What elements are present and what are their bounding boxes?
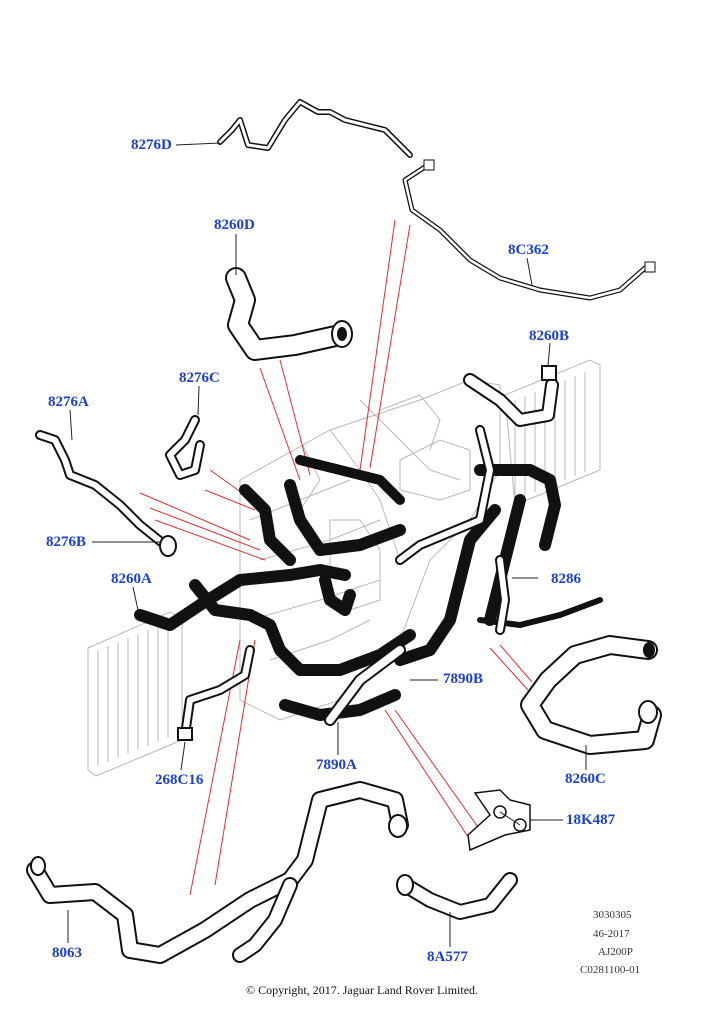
pipes-8286 bbox=[395, 425, 510, 635]
callout-8276C: 8276C bbox=[179, 370, 220, 386]
hose-8276A-8276B bbox=[35, 430, 177, 557]
callout-8260C: 8260C bbox=[565, 771, 606, 787]
callout-8276A: 8276A bbox=[48, 394, 89, 410]
callout-8063: 8063 bbox=[52, 945, 82, 961]
pipe-268C16 bbox=[177, 645, 255, 741]
callout-8286: 8286 bbox=[551, 571, 581, 587]
callout-8A577: 8A577 bbox=[427, 949, 468, 965]
callout-8276D: 8276D bbox=[131, 137, 172, 153]
meta-line-1: 3030305 bbox=[593, 909, 632, 921]
callout-8260B: 8260B bbox=[529, 328, 570, 344]
hose-8260C bbox=[520, 635, 662, 755]
meta-line-2: 46-2017 bbox=[593, 928, 630, 940]
leader-lines bbox=[139, 219, 533, 896]
callout-7890A: 7890A bbox=[316, 757, 357, 773]
callout-8276B: 8276B bbox=[46, 534, 87, 550]
copyright-notice: © Copyright, 2017. Jaguar Land Rover Lim… bbox=[245, 983, 479, 997]
meta-line-4: C0281100-01 bbox=[580, 964, 641, 976]
hose-8063 bbox=[26, 781, 409, 964]
meta-line-3: AJ200P bbox=[598, 946, 633, 958]
callout-18K487: 18K487 bbox=[566, 812, 616, 828]
hose-8A577 bbox=[396, 872, 518, 920]
callout-8260A: 8260A bbox=[111, 571, 152, 587]
callout-268C16: 268C16 bbox=[155, 772, 204, 788]
hose-8260B bbox=[463, 365, 559, 427]
callout-leaders bbox=[67, 142, 587, 947]
callout-7890B: 7890B bbox=[443, 671, 484, 687]
pipe-8276D-8C362 bbox=[217, 99, 656, 301]
callout-8260D: 8260D bbox=[214, 217, 255, 233]
callout-8C362: 8C362 bbox=[508, 242, 549, 258]
bracket-18K487 bbox=[467, 789, 531, 852]
hose-8260D bbox=[225, 267, 353, 361]
hose-8276C bbox=[165, 415, 205, 480]
hoses-7890A bbox=[324, 644, 406, 726]
